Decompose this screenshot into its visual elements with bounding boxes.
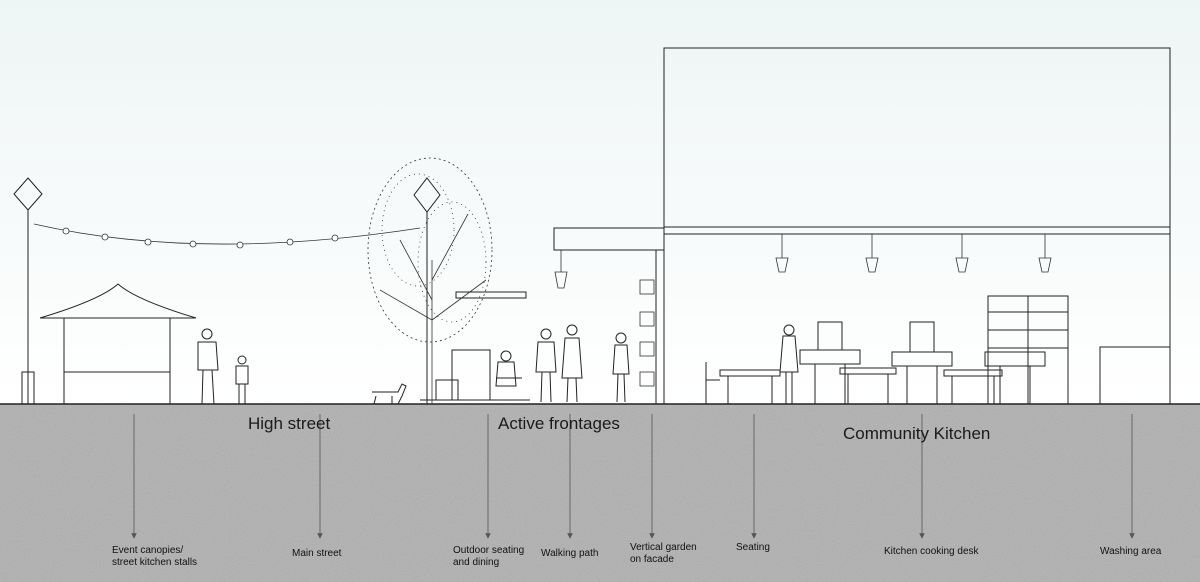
zone-label-high-street: High street [248, 414, 331, 433]
callout-arrows [131, 414, 1135, 539]
callout-walking-path: Walking path [541, 548, 599, 559]
callout-main-street: Main street [292, 548, 342, 559]
kitchen-desks [799, 321, 1046, 404]
street-tree [367, 157, 493, 404]
callout-washing-area: Washing area [1100, 546, 1162, 557]
cook-figure [779, 324, 799, 404]
seating-tables [705, 362, 1003, 404]
lamp-posts [13, 177, 441, 405]
event-canopy [39, 283, 197, 404]
community-kitchen-building [553, 47, 1171, 405]
vertical-garden [639, 279, 655, 387]
ground-section [0, 403, 1200, 582]
callout-event-canopies: Event canopies/ street kitchen stalls [112, 545, 198, 568]
zone-label-community-kitchen: Community Kitchen [843, 424, 991, 443]
callout-seating: Seating [736, 542, 770, 553]
callout-vertical-garden: Vertical garden on facade [630, 542, 697, 565]
string-lights [33, 223, 421, 249]
callout-kitchen-desk: Kitchen cooking desk [884, 546, 979, 557]
street-figures [197, 324, 630, 405]
zone-label-active-frontages: Active frontages [498, 414, 620, 433]
hanging-planters [554, 234, 1052, 289]
outdoor-seating [420, 291, 530, 401]
callout-outdoor-seating: Outdoor seating and dining [453, 545, 525, 568]
sky [0, 0, 1200, 404]
